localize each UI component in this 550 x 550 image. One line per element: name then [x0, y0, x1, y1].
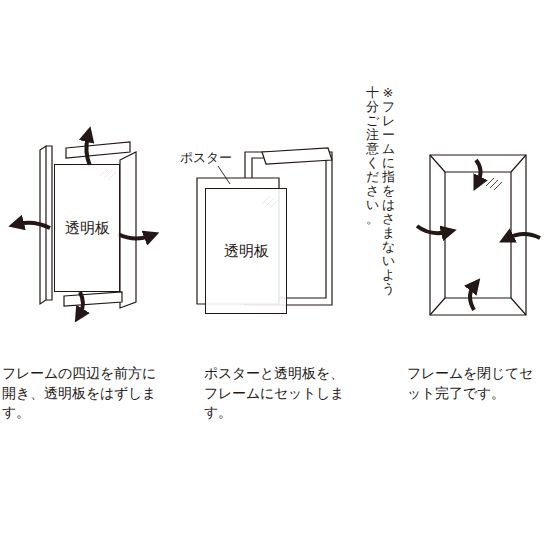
instruction-caption: フレームの四辺を前方に開き、透明板をはずします。 — [2, 364, 158, 423]
transparent-plate: 透明板 — [54, 164, 120, 292]
plate-label: 透明板 — [65, 219, 110, 238]
frame-side-right — [120, 152, 136, 308]
move-arrows — [18, 136, 540, 314]
part-label: ポスター — [180, 150, 250, 166]
frame-top-open — [262, 148, 332, 164]
glare-lines — [100, 168, 502, 208]
frame-side-top — [66, 142, 130, 158]
plate-label: 透明板 — [224, 242, 269, 261]
frame-opening — [445, 172, 511, 298]
caution-note: ※フレームに指をはさまないよう十分ご注意ください。 — [365, 86, 395, 298]
instruction-caption: フレームを閉じてセット完了です。 — [407, 364, 535, 403]
frame-side-bottom — [64, 292, 122, 306]
transparent-plate: 透明板 — [205, 188, 287, 314]
instruction-caption: ポスターと透明板を、フレームにセットします。 — [204, 364, 344, 423]
leader-line — [218, 166, 230, 184]
